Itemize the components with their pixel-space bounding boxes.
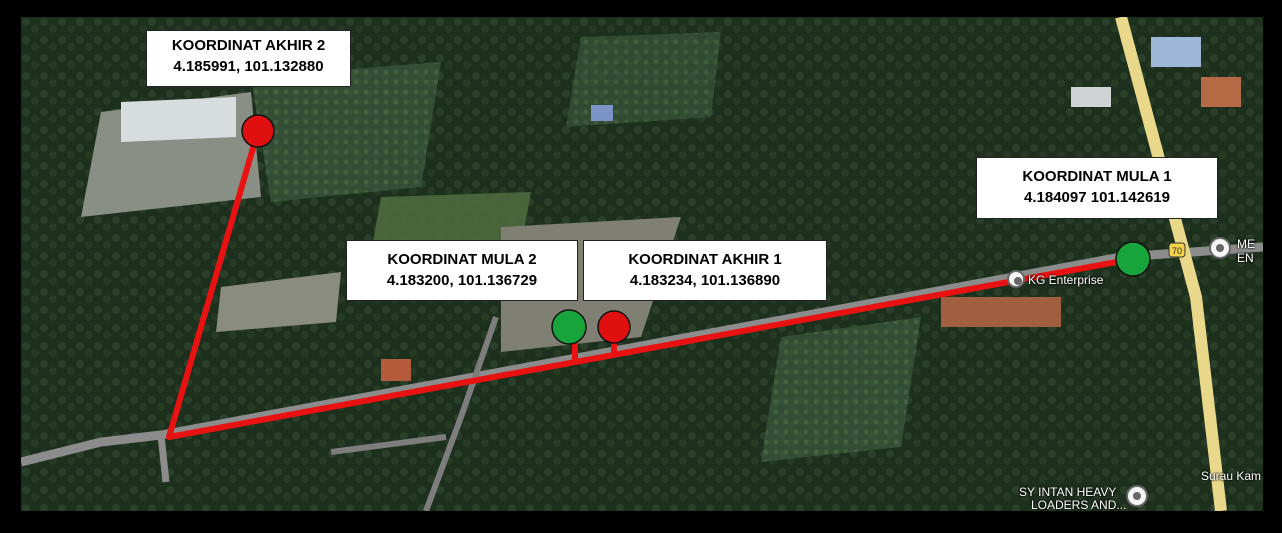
poi-surau[interactable]: Surau Kam: [1201, 469, 1262, 483]
callout-title: KOORDINAT MULA 1: [1022, 168, 1172, 185]
end-marker-2[interactable]: [241, 114, 275, 148]
callout-coords: 4.183234, 101.136890: [629, 272, 781, 289]
callout-coords: 4.184097 101.142619: [1024, 189, 1170, 206]
poi-me-line2[interactable]: EN: [1237, 251, 1254, 265]
callout-coords: 4.183200, 101.136729: [386, 272, 538, 289]
building-complex: [216, 272, 341, 332]
route-line: [166, 130, 1134, 440]
place-pin-icon[interactable]: [1126, 485, 1148, 507]
poi-me-line1[interactable]: ME: [1237, 237, 1255, 251]
plantation-plot: [761, 317, 921, 462]
callout-mula-2: KOORDINAT MULA 2 4.183200, 101.136729: [346, 240, 578, 301]
side-road: [157, 434, 170, 483]
road-shield-label: 70: [1172, 246, 1182, 256]
building: [1151, 37, 1201, 67]
callout-coords: 4.185991, 101.132880: [173, 58, 324, 75]
side-road: [330, 434, 447, 455]
plantation-plot: [251, 62, 441, 202]
side-road: [423, 316, 499, 511]
building: [591, 105, 613, 121]
poi-sy-intan-line2[interactable]: LOADERS AND...: [1031, 498, 1127, 511]
clearing: [371, 192, 531, 252]
map-canvas: 70: [21, 17, 1263, 511]
place-pin-icon[interactable]: [1007, 270, 1025, 288]
start-marker-2[interactable]: [551, 309, 587, 345]
poi-sy-intan-line1[interactable]: SY INTAN HEAVY: [1019, 485, 1117, 499]
building: [1071, 87, 1111, 107]
road-shield: [1168, 242, 1186, 258]
building: [941, 297, 1061, 327]
place-pin-icon[interactable]: [1209, 237, 1231, 259]
callout-title: KOORDINAT AKHIR 2: [171, 37, 326, 54]
callout-title: KOORDINAT AKHIR 1: [628, 251, 782, 268]
satellite-map[interactable]: 70 KOORDINAT AKHIR 2 4.185991, 101.13288…: [21, 17, 1263, 511]
building: [1201, 77, 1241, 107]
callout-mula-1: KOORDINAT MULA 1 4.184097 101.142619: [976, 157, 1218, 219]
callout-akhir-1: KOORDINAT AKHIR 1 4.183234, 101.136890: [583, 240, 827, 301]
start-marker-1[interactable]: [1115, 241, 1151, 277]
building-roof: [121, 97, 236, 142]
building: [381, 359, 411, 381]
callout-akhir-2: KOORDINAT AKHIR 2 4.185991, 101.132880: [146, 30, 351, 87]
end-marker-1[interactable]: [597, 310, 631, 344]
callout-title: KOORDINAT MULA 2: [387, 251, 537, 268]
poi-kg-enterprise[interactable]: KG Enterprise: [1028, 273, 1104, 287]
plantation-plot: [566, 32, 721, 127]
highway: [1115, 17, 1227, 511]
